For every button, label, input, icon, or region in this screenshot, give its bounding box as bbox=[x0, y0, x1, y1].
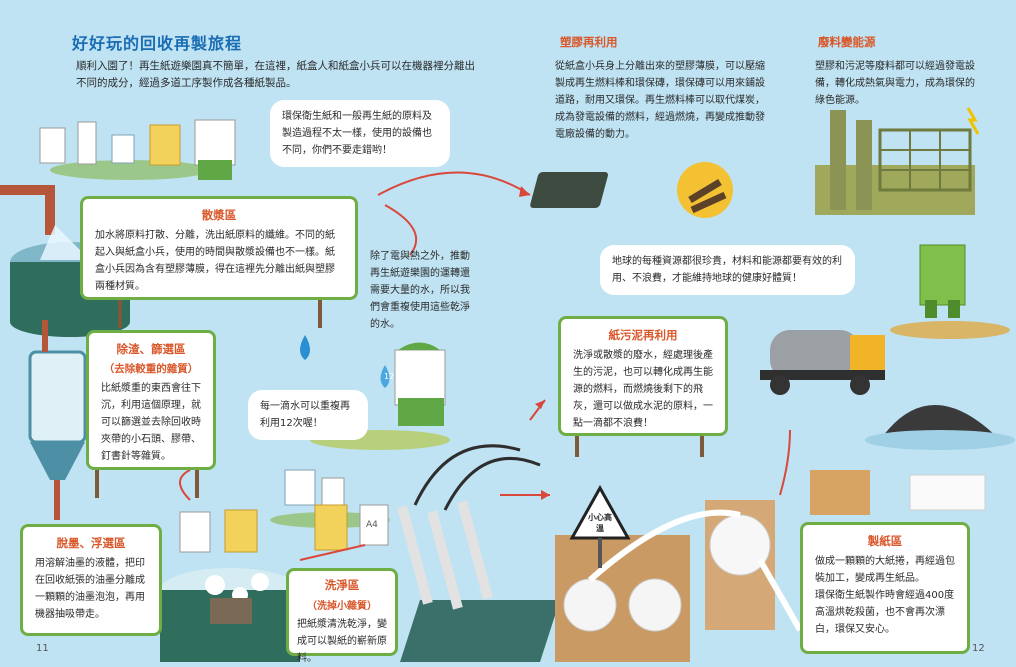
wash-zone-subtitle: （洗掉小雜質） bbox=[307, 601, 377, 612]
plastic-reuse-text: 從紙盒小兵身上分離出來的塑膠薄膜，可以壓縮製成再生燃料棒和環保磚，環保磚可以用來… bbox=[555, 61, 765, 140]
pulp-zone-text: 加水將原料打散、分離，洗出紙原料的纖維。不同的紙起入與紙盒小兵，使用的時間與散漿… bbox=[95, 230, 335, 292]
water-note: 除了電與熱之外，推動再生紙遊樂園的運轉還需要大量的水，所以我們會重複使用這些乾淨… bbox=[370, 251, 470, 330]
water-drop-icon bbox=[300, 335, 310, 360]
tissue-box bbox=[909, 474, 986, 511]
green-box-character bbox=[919, 244, 966, 318]
screen-cylinder bbox=[28, 350, 87, 444]
water-drop-icon-small bbox=[380, 365, 390, 388]
page-title: 好好玩的回收再製旅程 bbox=[72, 34, 243, 53]
cement-truck bbox=[770, 330, 860, 380]
flow-arrows bbox=[179, 171, 791, 561]
water-spray bbox=[40, 225, 90, 260]
sludge-reuse-text: 洗淨或散漿的廢水，經處理後產生的污泥，也可以轉化成再生能源的燃料，而燃燒後剩下的… bbox=[573, 350, 713, 429]
plastic-reuse-title: 塑膠再利用 bbox=[560, 35, 618, 49]
water-speech-bubble: 每一滴水可以重複再利用12次喔！ bbox=[248, 390, 368, 440]
wash-zone-board: 洗淨區 （洗掉小雜質） 把紙漿清洗乾淨，變成可以製紙的嶄新原料。 bbox=[286, 568, 398, 664]
screen-zone-board: 除渣、篩選區 （去除較重的雜質） 比紙漿重的東西會往下沉，利用這個原理，就可以篩… bbox=[86, 330, 216, 470]
speech-bubble-top: 環保衛生紙和一般再生紙的原料及製造過程不太一樣，使用的設備也不同，你們不要走錯哟… bbox=[270, 100, 450, 167]
pulp-zone-board: 散漿區 加水將原料打散、分離，洗出紙原料的纖維。不同的紙起入與紙盒小兵，使用的時… bbox=[80, 196, 358, 300]
waste-energy-title: 廢料變能源 bbox=[818, 35, 876, 49]
earth-speech-bubble: 地球的每種資源都很珍貴，材料和能源都要有效的利用、不浪費，才能維持地球的健康好體… bbox=[600, 245, 855, 295]
cardboard-box bbox=[810, 470, 870, 515]
pulp-zone-title: 散漿區 bbox=[201, 208, 237, 222]
wash-zone-text: 把紙漿清洗乾淨，變成可以製紙的嶄新原料。 bbox=[297, 619, 387, 664]
paper-zone-text-1: 做成一顆顆的大紙捲，再經過包裝加工，變成再生紙品。 bbox=[815, 556, 955, 584]
paper-soldier-character bbox=[394, 342, 446, 426]
wash-channel bbox=[400, 600, 560, 662]
deink-zone-board: 脫墨、浮選區 用溶解油墨的液體，把印在回收紙張的油墨分離成一顆顆的油墨泡泡，再用… bbox=[20, 524, 162, 636]
page-number-right: 12 bbox=[972, 643, 985, 654]
paper-character-group-top bbox=[39, 119, 236, 180]
carton-label: A4 bbox=[366, 520, 378, 530]
waste-energy-text: 塑膠和污泥等廢料都可以經過發電設備，轉化成熱氣與電力，成為環保的綠色能源。 bbox=[815, 61, 975, 106]
screen-zone-subtitle: （去除較重的雜質） bbox=[103, 363, 199, 375]
warning-sign-text: 小心高溫 bbox=[588, 513, 612, 533]
deink-zone-text: 用溶解油墨的液體，把印在回收紙張的油墨分離成一顆顆的油墨泡泡，再用機器抽吸帶走。 bbox=[35, 558, 145, 620]
deink-zone-title: 脫墨、浮選區 bbox=[56, 536, 126, 550]
paper-character-group-bottom bbox=[179, 469, 389, 553]
sludge-reuse-board: 紙污泥再利用 洗淨或散漿的廢水，經處理後產生的污泥，也可以轉化成再生能源的燃料，… bbox=[558, 316, 728, 436]
wash-zone-title: 洗淨區 bbox=[324, 578, 360, 592]
paper-zone-text-2: 環保衛生紙製作時會經過400度高溫烘乾殺菌，也不會再次漂白，環保又安心。 bbox=[815, 590, 955, 635]
screen-zone-title: 除渣、篩選區 bbox=[116, 342, 186, 356]
page-number-left: 11 bbox=[36, 643, 49, 654]
intro-text: 順利入園了！再生紙遊樂園真不簡單，在這裡，紙盒人和紙盒小兵可以在機器裡分離出不同… bbox=[76, 60, 475, 89]
plastic-brick bbox=[530, 172, 608, 208]
sludge-reuse-title: 紙污泥再利用 bbox=[608, 328, 678, 342]
paper-zone-title: 製紙區 bbox=[867, 534, 903, 548]
paper-zone-board: 製紙區 做成一顆顆的大紙捲，再經過包裝加工，變成再生紙品。 環保衛生紙製作時會經… bbox=[800, 522, 970, 654]
water-pipe bbox=[0, 185, 55, 235]
water-drop-number: 12 bbox=[384, 372, 395, 381]
screen-zone-text: 比紙漿重的東西會往下沉，利用這個原理，就可以篩選並去除回收時夾帶的小石頭、膠帶、… bbox=[101, 383, 201, 462]
